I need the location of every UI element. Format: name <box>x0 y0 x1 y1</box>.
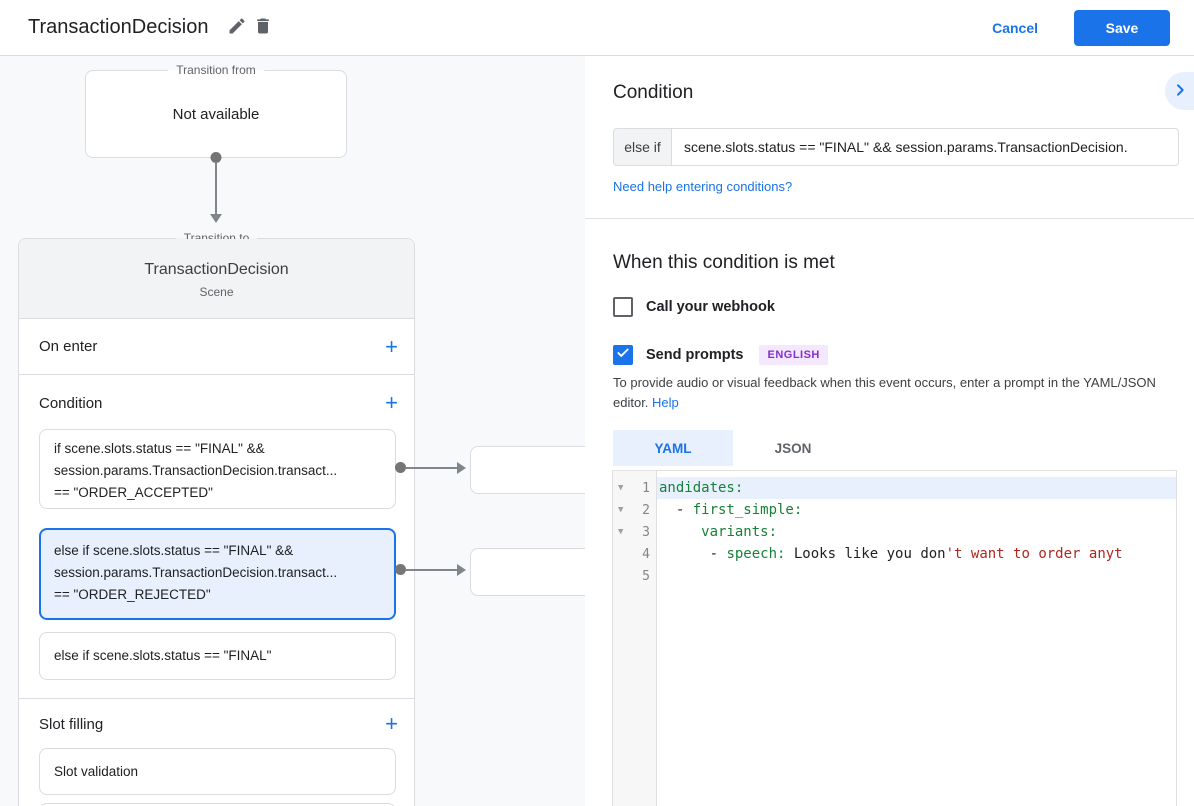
condition-line: else if scene.slots.status == "FINAL" && <box>54 543 294 558</box>
send-prompts-checkbox[interactable] <box>613 345 633 365</box>
call-webhook-label: Call your webhook <box>646 299 775 315</box>
add-slot-button[interactable]: + <box>385 711 398 736</box>
condition-section-header: Condition + <box>19 387 414 419</box>
prompt-description-text: To provide audio or visual feedback when… <box>613 375 1156 410</box>
transition-from-content: Not available <box>172 105 260 123</box>
code-segment: variants: <box>701 524 778 540</box>
code-segment: speech: <box>726 546 786 562</box>
save-button[interactable]: Save <box>1074 9 1170 46</box>
on-enter-label: On enter <box>39 338 98 355</box>
code-segment: - <box>659 546 727 562</box>
scene-type-label: Scene <box>199 285 234 299</box>
code-line[interactable]: ▼ 3 variants: <box>613 521 1176 543</box>
connector-dot <box>210 152 222 163</box>
code-segment <box>659 524 701 540</box>
code-segment: 't want to order anyt <box>945 546 1123 562</box>
line-number: 3 <box>642 524 650 540</box>
condition-arrow-head <box>457 564 466 576</box>
add-on-enter-button[interactable]: + <box>385 333 398 359</box>
when-met-heading: When this condition is met <box>613 252 835 273</box>
code-line[interactable]: 5 <box>613 565 1176 587</box>
collapse-panel-button[interactable] <box>1165 72 1194 110</box>
transition-to-card: Transition to TransactionDecision Scene … <box>18 231 415 806</box>
condition-expression-input-group: else if scene.slots.status == "FINAL" &&… <box>613 128 1179 166</box>
code-line[interactable]: ▼ 1 andidates: <box>613 477 1176 499</box>
condition-expression-input[interactable]: scene.slots.status == "FINAL" && session… <box>684 139 1128 155</box>
condition-line: session.params.TransactionDecision.trans… <box>54 463 338 478</box>
prompt-description: To provide audio or visual feedback when… <box>613 373 1173 413</box>
transition-from-legend: Transition from <box>168 63 264 77</box>
condition-arrow-head <box>457 462 466 474</box>
condition-line: session.params.TransactionDecision.trans… <box>54 565 338 580</box>
checkmark-icon <box>616 346 630 365</box>
yaml-code-editor[interactable]: ▼ 1 andidates: ▼ 2 - first_simple: ▼ 3 vari… <box>612 470 1177 806</box>
connector-dot <box>395 564 406 575</box>
section-divider <box>19 698 414 699</box>
fold-arrow-icon[interactable]: ▼ <box>618 504 624 515</box>
condition-detail-panel: Condition else if scene.slots.status == … <box>585 56 1194 806</box>
topbar-actions: Cancel Save <box>992 9 1170 46</box>
transition-arrow-line <box>215 162 217 214</box>
condition-line: else if scene.slots.status == "FINAL" <box>54 648 272 663</box>
condition-line: if scene.slots.status == "FINAL" && <box>54 441 265 456</box>
pencil-icon <box>227 16 247 39</box>
line-number: 2 <box>642 502 650 518</box>
page-title: TransactionDecision <box>28 16 209 38</box>
send-prompts-row: Send prompts ENGLISH <box>613 345 828 365</box>
condition-line: == "ORDER_REJECTED" <box>54 587 211 602</box>
condition-item-rejected-selected[interactable]: else if scene.slots.status == "FINAL" &&… <box>39 528 396 620</box>
delete-scene-button[interactable] <box>250 15 276 41</box>
call-webhook-checkbox[interactable] <box>613 297 633 317</box>
cancel-button[interactable]: Cancel <box>992 19 1038 36</box>
slot-filling-label: Slot filling <box>39 715 104 733</box>
code-segment: Looks like you don <box>785 546 946 562</box>
scene-name: TransactionDecision <box>144 261 289 278</box>
edit-scene-button[interactable] <box>224 15 250 41</box>
editor-tabs: YAML JSON <box>613 430 853 466</box>
chevron-right-icon <box>1172 82 1188 101</box>
line-number: 4 <box>642 546 650 562</box>
else-if-prefix: else if <box>614 129 672 165</box>
line-number: 5 <box>642 568 650 584</box>
slot-validation-item[interactable]: Slot validation <box>39 748 396 795</box>
fold-arrow-icon[interactable]: ▼ <box>618 526 624 537</box>
on-enter-row: On enter + <box>19 319 414 375</box>
send-prompts-label: Send prompts <box>646 347 744 363</box>
tab-json[interactable]: JSON <box>774 440 812 456</box>
line-number: 1 <box>642 480 650 496</box>
condition-panel-heading: Condition <box>613 82 694 103</box>
transition-target-box[interactable] <box>470 446 600 494</box>
condition-section-label: Condition <box>39 394 103 412</box>
fold-arrow-icon[interactable]: ▼ <box>618 482 624 493</box>
prompt-help-link[interactable]: Help <box>652 395 679 410</box>
scene-canvas: Transition from Not available Transition… <box>0 56 600 806</box>
condition-line: == "ORDER_ACCEPTED" <box>54 485 213 500</box>
top-bar: TransactionDecision Cancel Save <box>0 0 1194 56</box>
tab-yaml[interactable]: YAML <box>613 430 733 466</box>
condition-arrow-line <box>405 569 457 571</box>
code-line[interactable]: ▼ 2 - first_simple: <box>613 499 1176 521</box>
language-badge: ENGLISH <box>759 345 828 365</box>
slot-filling-section-header: Slot filling + <box>19 707 414 741</box>
transition-from-box[interactable]: Transition from Not available <box>85 63 347 163</box>
code-segment: - <box>659 502 693 518</box>
code-segment: andidates: <box>659 480 744 496</box>
slot-validation-label: Slot validation <box>54 764 139 779</box>
condition-help-link[interactable]: Need help entering conditions? <box>613 179 793 194</box>
code-segment: first_simple: <box>692 502 803 518</box>
condition-item-accepted[interactable]: if scene.slots.status == "FINAL" && sess… <box>39 429 396 509</box>
condition-item-final[interactable]: else if scene.slots.status == "FINAL" <box>39 632 396 680</box>
scene-card-header: TransactionDecision Scene <box>19 239 414 319</box>
panel-divider <box>585 218 1194 219</box>
transition-arrow-head <box>210 214 222 223</box>
code-line[interactable]: 4 - speech: Looks like you don't want to… <box>613 543 1176 565</box>
connector-dot <box>395 462 406 473</box>
add-condition-button[interactable]: + <box>385 390 398 415</box>
condition-arrow-line <box>405 467 457 469</box>
transition-target-box[interactable] <box>470 548 600 596</box>
webhook-row: Call your webhook <box>613 297 775 317</box>
trash-icon <box>253 16 273 39</box>
